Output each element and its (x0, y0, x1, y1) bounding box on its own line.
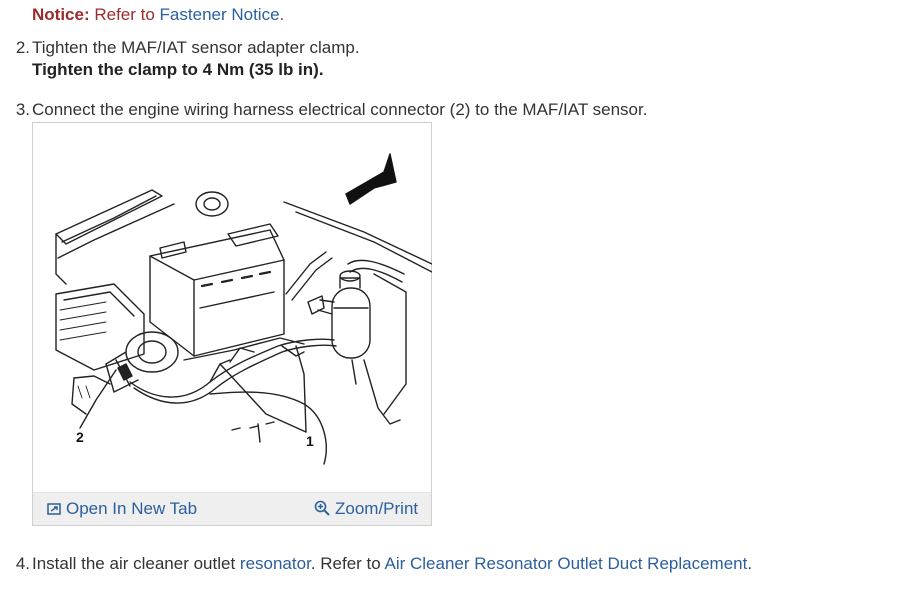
step-body: Install the air cleaner outlet resonator… (32, 553, 752, 575)
notice-label: Notice: (32, 5, 90, 24)
step-text: Tighten the MAF/IAT sensor adapter clamp… (32, 38, 360, 57)
callout-1: 1 (306, 433, 314, 449)
step-4: 4. Install the air cleaner outlet resona… (12, 553, 902, 575)
step-text: . Refer to (310, 554, 385, 573)
open-tab-icon (47, 503, 61, 515)
callout-2: 2 (76, 429, 84, 445)
magnifier-plus-icon (314, 500, 330, 516)
torque-spec: Tighten the clamp to 4 Nm (35 lb in). (32, 60, 324, 79)
step-text: Install the air cleaner outlet (32, 554, 240, 573)
zoom-print-label: Zoom/Print (335, 499, 419, 518)
direction-arrow (345, 153, 397, 205)
zoom-print-button[interactable]: Zoom/Print (314, 498, 418, 520)
step-number: 4. (15, 554, 30, 573)
figure-panel: 2 1 Open In New Tab Zoom/Print (32, 122, 432, 526)
step-text: . (747, 554, 753, 573)
notice-line: Notice: Refer to Fastener Notice. (32, 4, 284, 26)
step-body: Connect the engine wiring harness electr… (32, 99, 647, 121)
fastener-notice-link[interactable]: Fastener Notice (159, 5, 280, 24)
step-3: 3. Connect the engine wiring harness ele… (12, 99, 892, 121)
air-cleaner-resonator-outlet-duct-replacement-link[interactable]: Air Cleaner Resonator Outlet Duct Replac… (384, 554, 748, 573)
open-in-new-tab-label: Open In New Tab (66, 499, 198, 518)
engine-compartment-illustration: 2 1 (55, 153, 432, 465)
step-2: 2. Tighten the MAF/IAT sensor adapter cl… (12, 37, 892, 83)
figure-toolbar: Open In New Tab Zoom/Print (33, 492, 431, 525)
notice-period: . (279, 5, 285, 24)
step-body: Tighten the MAF/IAT sensor adapter clamp… (32, 37, 360, 81)
notice-text: Refer to (89, 5, 160, 24)
step-number: 2. (15, 38, 30, 57)
step-number: 3. (15, 100, 30, 119)
open-in-new-tab-button[interactable]: Open In New Tab (47, 498, 197, 520)
step-text: Connect the engine wiring harness electr… (32, 100, 648, 119)
resonator-link[interactable]: resonator (239, 554, 311, 573)
